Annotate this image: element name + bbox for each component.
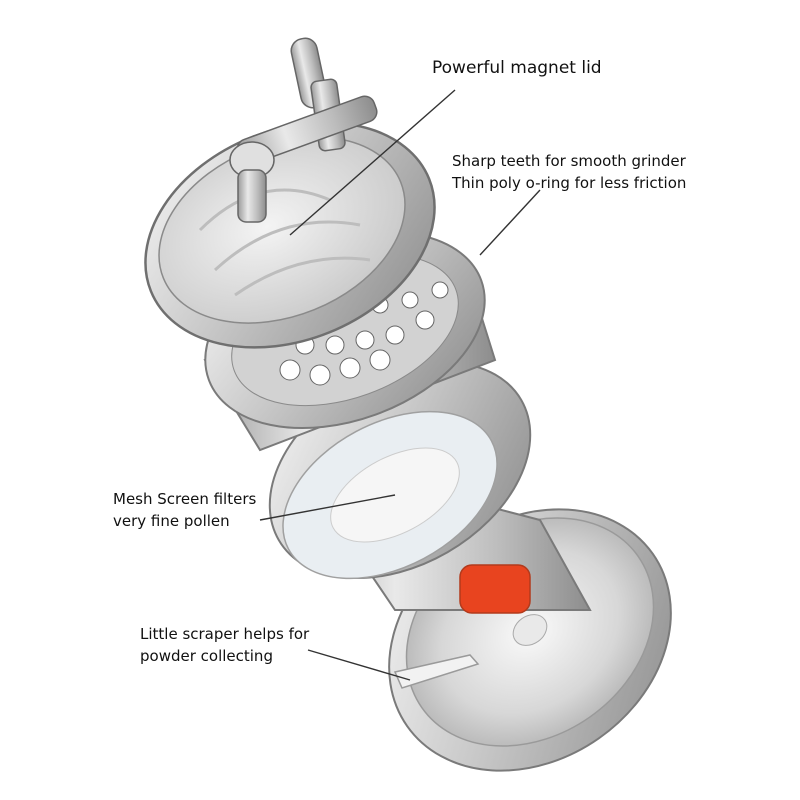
leader-mesh bbox=[259, 494, 396, 521]
label-teeth-line-2: Thin poly o-ring for less friction bbox=[452, 174, 687, 192]
leader-scraper bbox=[307, 649, 411, 681]
label-scraper-line-2: powder collecting bbox=[140, 647, 273, 665]
label-teeth: Sharp teeth for smooth grinder Thin poly… bbox=[452, 150, 686, 194]
window-accent bbox=[459, 564, 531, 614]
label-mesh: Mesh Screen filters very fine pollen bbox=[113, 488, 256, 532]
label-magnet-lid: Powerful magnet lid bbox=[432, 57, 602, 79]
leader-lines bbox=[259, 89, 541, 681]
crank-handle bbox=[229, 37, 378, 223]
label-teeth-line-1: Sharp teeth for smooth grinder bbox=[452, 152, 686, 170]
label-mesh-line-2: very fine pollen bbox=[113, 512, 230, 530]
leader-magnet-lid bbox=[289, 89, 456, 236]
label-scraper: Little scraper helps for powder collecti… bbox=[140, 623, 309, 667]
scraper bbox=[393, 654, 480, 689]
leader-teeth bbox=[479, 189, 541, 256]
label-scraper-line-1: Little scraper helps for bbox=[140, 625, 310, 643]
label-mesh-line-1: Mesh Screen filters bbox=[113, 490, 257, 508]
label-magnet-lid-line-1: Powerful magnet lid bbox=[432, 58, 602, 78]
